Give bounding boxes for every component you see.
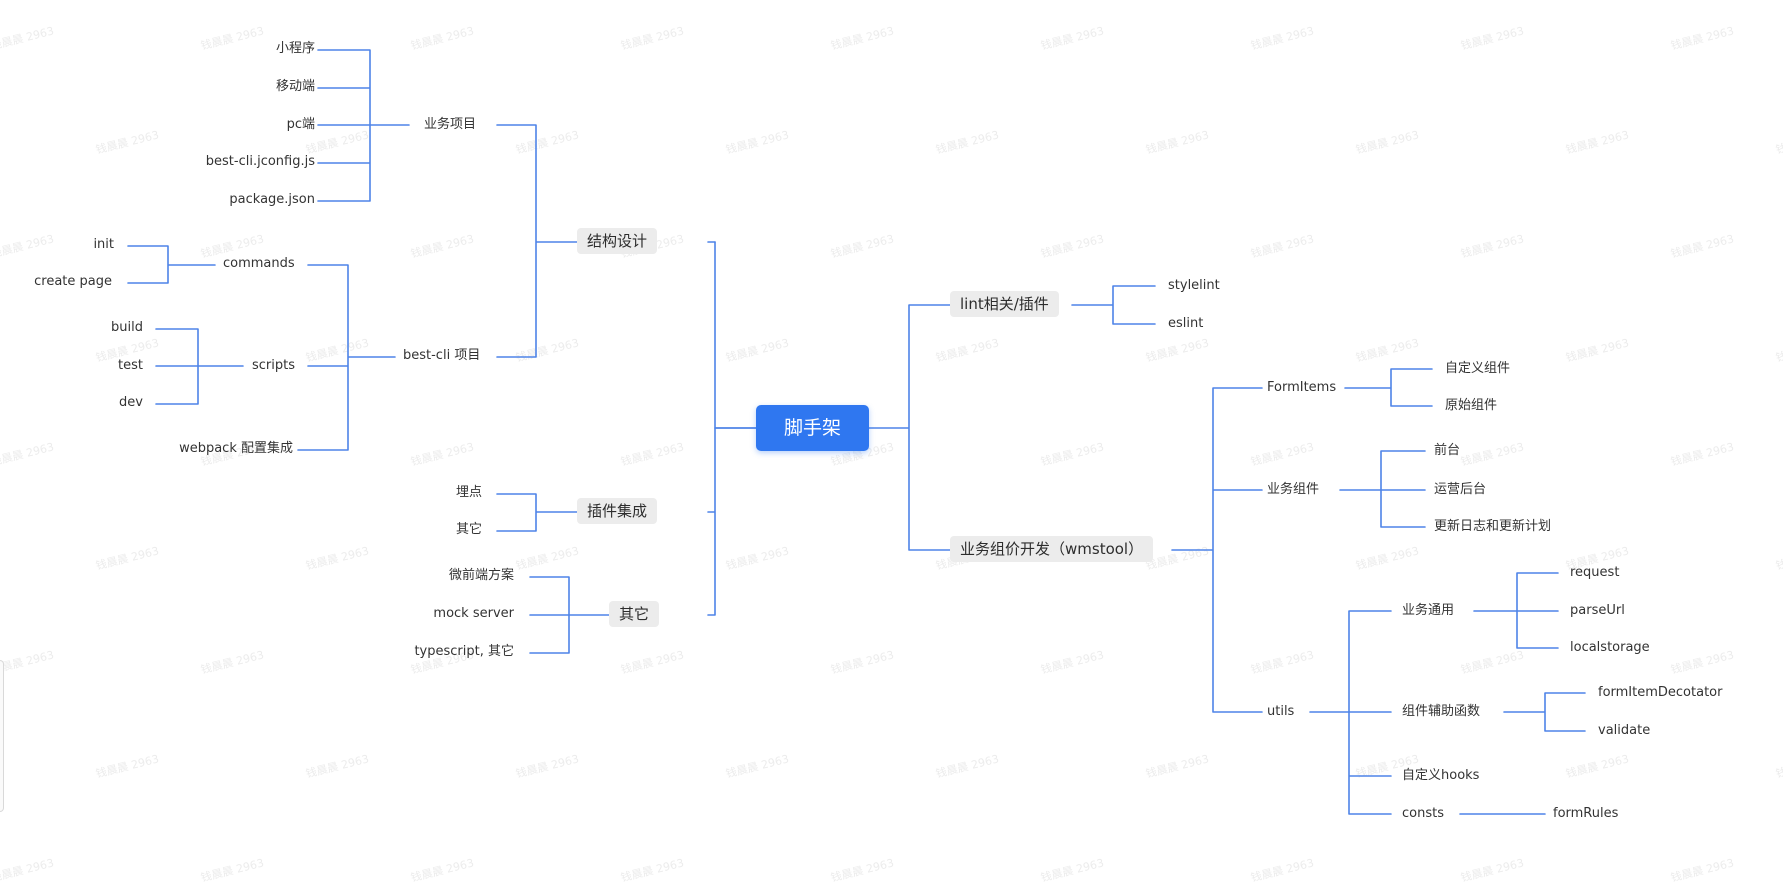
watermark-text: 钱晨晨 2963 [1669,856,1736,885]
connector [868,304,951,551]
node-zujianfuzhu[interactable]: 组件辅助函数 [1402,704,1481,719]
node-formrules[interactable]: formRules [1553,806,1619,821]
node-bestcli[interactable]: best-cli 项目 [403,348,481,363]
node-validate[interactable]: validate [1598,723,1651,738]
watermark-text: 钱晨晨 2963 [1039,856,1106,885]
connector [317,49,410,202]
connector [1171,387,1263,713]
mindmap-canvas: 钱晨晨 2963 钱晨晨 2963 钱晨晨 2963 钱晨晨 2963 钱晨晨 2963… [0,24,1783,885]
node-mockserver[interactable]: mock server [433,606,514,621]
node-dev[interactable]: dev [119,395,143,410]
node-init[interactable]: init [93,237,114,252]
connector [1503,692,1586,732]
watermark-text: 钱晨晨 2963 [1249,856,1316,885]
node-stylelint[interactable]: stylelint [1168,278,1220,293]
connector-lines [127,49,1586,815]
node-eslint[interactable]: eslint [1168,316,1204,331]
node-localstorage[interactable]: localstorage [1570,640,1650,655]
node-maidian[interactable]: 埋点 [455,485,482,500]
node-zidingyihooks[interactable]: 自定义hooks [1402,768,1480,783]
node-test[interactable]: test [118,358,143,373]
node-utils[interactable]: utils [1267,704,1295,719]
node-weiqianduan[interactable]: 微前端方案 [448,568,514,583]
node-gengxinrizhi[interactable]: 更新日志和更新计划 [1434,519,1552,534]
node-zujiankaifa[interactable]: 业务组价开发（wmstool） [950,536,1154,562]
node-yidongduan[interactable]: 移动端 [275,79,315,94]
node-createpage[interactable]: create page [34,274,112,289]
node-yewutongyong[interactable]: 业务通用 [1402,603,1455,618]
connector [1339,450,1426,528]
node-zidingyizujian[interactable]: 自定义组件 [1445,361,1511,376]
connector [714,241,757,429]
connector [496,493,578,532]
node-packagejson[interactable]: package.json [229,192,315,207]
node-commands[interactable]: commands [223,256,295,271]
node-formitems[interactable]: FormItems [1267,380,1337,395]
watermark-text: 钱晨晨 2963 [409,856,476,885]
root-node[interactable]: 脚手架 [756,405,869,451]
node-formitemdecotator[interactable]: formItemDecotator [1598,685,1723,700]
connector [1309,610,1392,815]
watermark-text: 钱晨晨 2963 [0,856,56,885]
watermark-text: 钱晨晨 2963 [619,856,686,885]
node-lint[interactable]: lint相关/插件 [950,291,1059,317]
node-jiegousheji[interactable]: 结构设计 [577,228,658,254]
connector [496,124,578,358]
node-yewuxiangmu[interactable]: 业务项目 [424,117,477,132]
connector [1344,368,1433,407]
side-panel-handle[interactable] [0,660,4,812]
connector [127,245,216,284]
connector [1071,285,1156,325]
node-qita1[interactable]: 其它 [455,522,482,537]
node-parseurl[interactable]: parseUrl [1570,603,1625,618]
node-qiantai[interactable]: 前台 [1434,443,1461,458]
node-chajianjicheng[interactable]: 插件集成 [577,498,658,524]
node-webpack[interactable]: webpack 配置集成 [179,441,293,456]
node-request[interactable]: request [1570,565,1620,580]
node-qita[interactable]: 其它 [609,601,660,627]
node-jconfig[interactable]: best-cli.jconfig.js [205,154,315,169]
node-typescript[interactable]: typescript, 其它 [414,644,514,659]
watermark-text: 钱晨晨 2963 [829,856,896,885]
connector [297,264,396,451]
node-yewuzujian[interactable]: 业务组件 [1267,482,1320,497]
node-pcduan[interactable]: pc端 [286,117,315,132]
watermark-text: 钱晨晨 2963 [199,856,266,885]
connector [155,328,244,405]
node-yunyinghoutai[interactable]: 运营后台 [1434,482,1487,497]
connector [1473,572,1559,649]
watermark-text: 钱晨晨 2963 [1459,856,1526,885]
connector [529,576,610,654]
node-yuanshizujian[interactable]: 原始组件 [1445,398,1498,413]
node-build[interactable]: build [111,320,143,335]
node-xiaochengxu[interactable]: 小程序 [275,41,315,56]
node-consts[interactable]: consts [1402,806,1444,821]
node-scripts[interactable]: scripts [252,358,295,373]
